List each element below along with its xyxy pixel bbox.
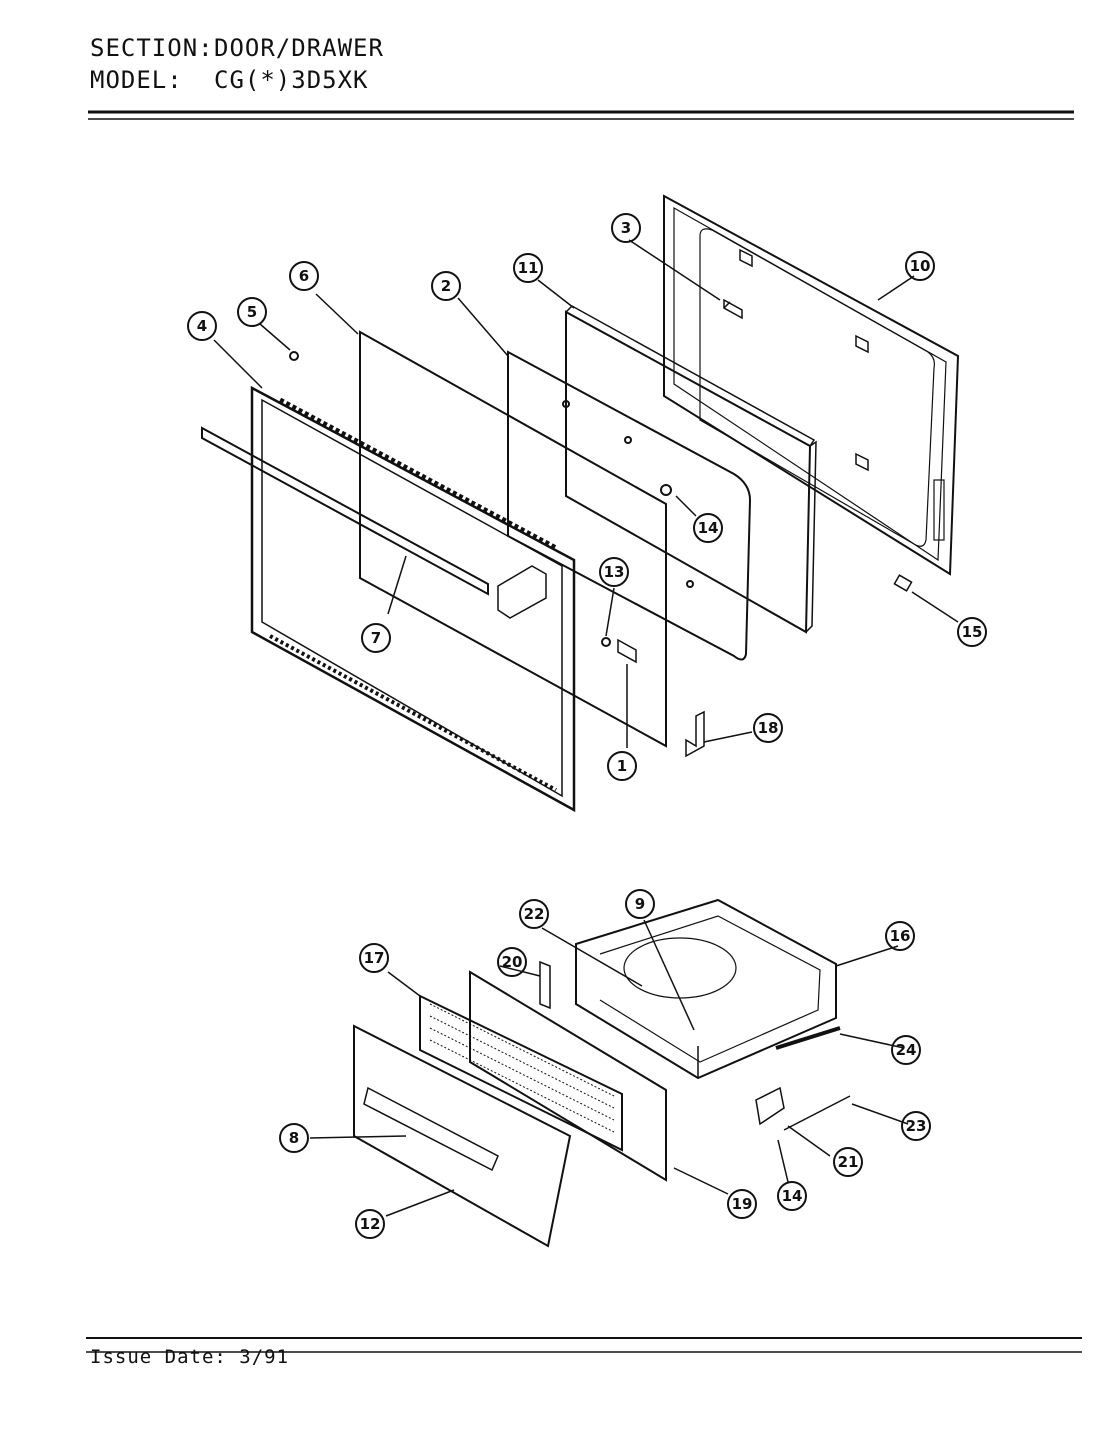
callout-4-label: 4 — [197, 317, 207, 335]
callout-12-label: 12 — [360, 1215, 381, 1233]
callout-5-label: 5 — [247, 303, 257, 321]
callout-22: 22 — [519, 899, 549, 929]
callout-24: 24 — [891, 1035, 921, 1065]
callout-2: 2 — [431, 271, 461, 301]
model-heading: MODEL: CG(*)3D5XK — [90, 66, 369, 94]
callout-23-label: 23 — [906, 1117, 927, 1135]
callout-11-label: 11 — [518, 259, 539, 277]
drawer-glide — [755, 1086, 785, 1126]
drawer-body — [575, 898, 837, 1080]
callout-14-drawer-label: 14 — [782, 1187, 803, 1205]
model-value: CG(*)3D5XK — [214, 66, 369, 94]
callout-17-label: 17 — [364, 949, 385, 967]
callout-10-label: 10 — [910, 257, 931, 275]
door-stop — [893, 574, 913, 592]
rating-label — [617, 638, 637, 664]
callout-14-door-label: 14 — [698, 519, 719, 537]
section-value: DOOR/DRAWER — [214, 34, 384, 62]
callout-7-label: 7 — [371, 629, 381, 647]
callout-3-label: 3 — [621, 219, 631, 237]
callout-4: 4 — [187, 311, 217, 341]
callout-20-label: 20 — [502, 953, 523, 971]
drawer-rod — [775, 1026, 841, 1050]
drawer-wire — [783, 1095, 851, 1131]
callout-5: 5 — [237, 297, 267, 327]
door-insulation — [565, 305, 817, 634]
callout-24-label: 24 — [896, 1041, 917, 1059]
inner-shield-panel — [507, 350, 752, 661]
callout-11: 11 — [513, 253, 543, 283]
drawer-bracket-20 — [539, 960, 551, 1010]
callout-8-label: 8 — [289, 1129, 299, 1147]
callout-2-label: 2 — [441, 277, 451, 295]
callout-12: 12 — [355, 1209, 385, 1239]
callout-7: 7 — [361, 623, 391, 653]
callout-6-label: 6 — [299, 267, 309, 285]
callout-16-label: 16 — [890, 927, 911, 945]
callout-bubbles: 1 2 3 4 5 6 7 8 9 10 11 12 13 14 15 16 1… — [187, 213, 987, 1239]
leader-lines — [213, 239, 959, 1217]
door-glass — [359, 330, 667, 748]
outer-door-frame — [250, 385, 576, 813]
callout-14-drawer: 14 — [777, 1181, 807, 1211]
inner-door-panel — [663, 194, 960, 576]
callout-1: 1 — [607, 751, 637, 781]
callout-8: 8 — [279, 1123, 309, 1153]
hinge-receptacle — [723, 298, 743, 320]
callout-18-label: 18 — [758, 719, 779, 737]
screw-14-shape — [660, 484, 672, 496]
callout-9-label: 9 — [635, 895, 645, 913]
door-handle-trim — [201, 426, 489, 596]
drawer-outer-front — [353, 1024, 572, 1248]
callout-23: 23 — [901, 1111, 931, 1141]
callout-17: 17 — [359, 943, 389, 973]
callout-16: 16 — [885, 921, 915, 951]
callout-15-label: 15 — [962, 623, 983, 641]
callout-3: 3 — [611, 213, 641, 243]
callout-18: 18 — [753, 713, 783, 743]
callout-19-label: 19 — [732, 1195, 753, 1213]
callout-19: 19 — [727, 1189, 757, 1219]
screw-5-shape — [289, 351, 299, 361]
callout-9: 9 — [625, 889, 655, 919]
callout-10: 10 — [905, 251, 935, 281]
callout-13: 13 — [599, 557, 629, 587]
callout-21-label: 21 — [838, 1153, 859, 1171]
issue-date: Issue Date: 3/91 — [90, 1346, 290, 1368]
callout-15: 15 — [957, 617, 987, 647]
callout-1-label: 1 — [617, 757, 627, 775]
callout-22-label: 22 — [524, 905, 545, 923]
callout-20: 20 — [497, 947, 527, 977]
drawer-inner-front — [469, 970, 667, 1182]
callout-13-label: 13 — [604, 563, 625, 581]
model-label: MODEL: — [90, 66, 183, 94]
section-label: SECTION: — [90, 34, 214, 62]
callout-6: 6 — [289, 261, 319, 291]
section-heading: SECTION:DOOR/DRAWER — [90, 34, 384, 62]
drawer-insulation — [419, 994, 623, 1152]
callout-14-door: 14 — [693, 513, 723, 543]
handle-bracket — [497, 565, 547, 619]
callout-21: 21 — [833, 1147, 863, 1177]
screw-13-shape — [601, 637, 611, 647]
drawer-handle — [363, 1086, 499, 1172]
door-clip — [685, 710, 705, 758]
